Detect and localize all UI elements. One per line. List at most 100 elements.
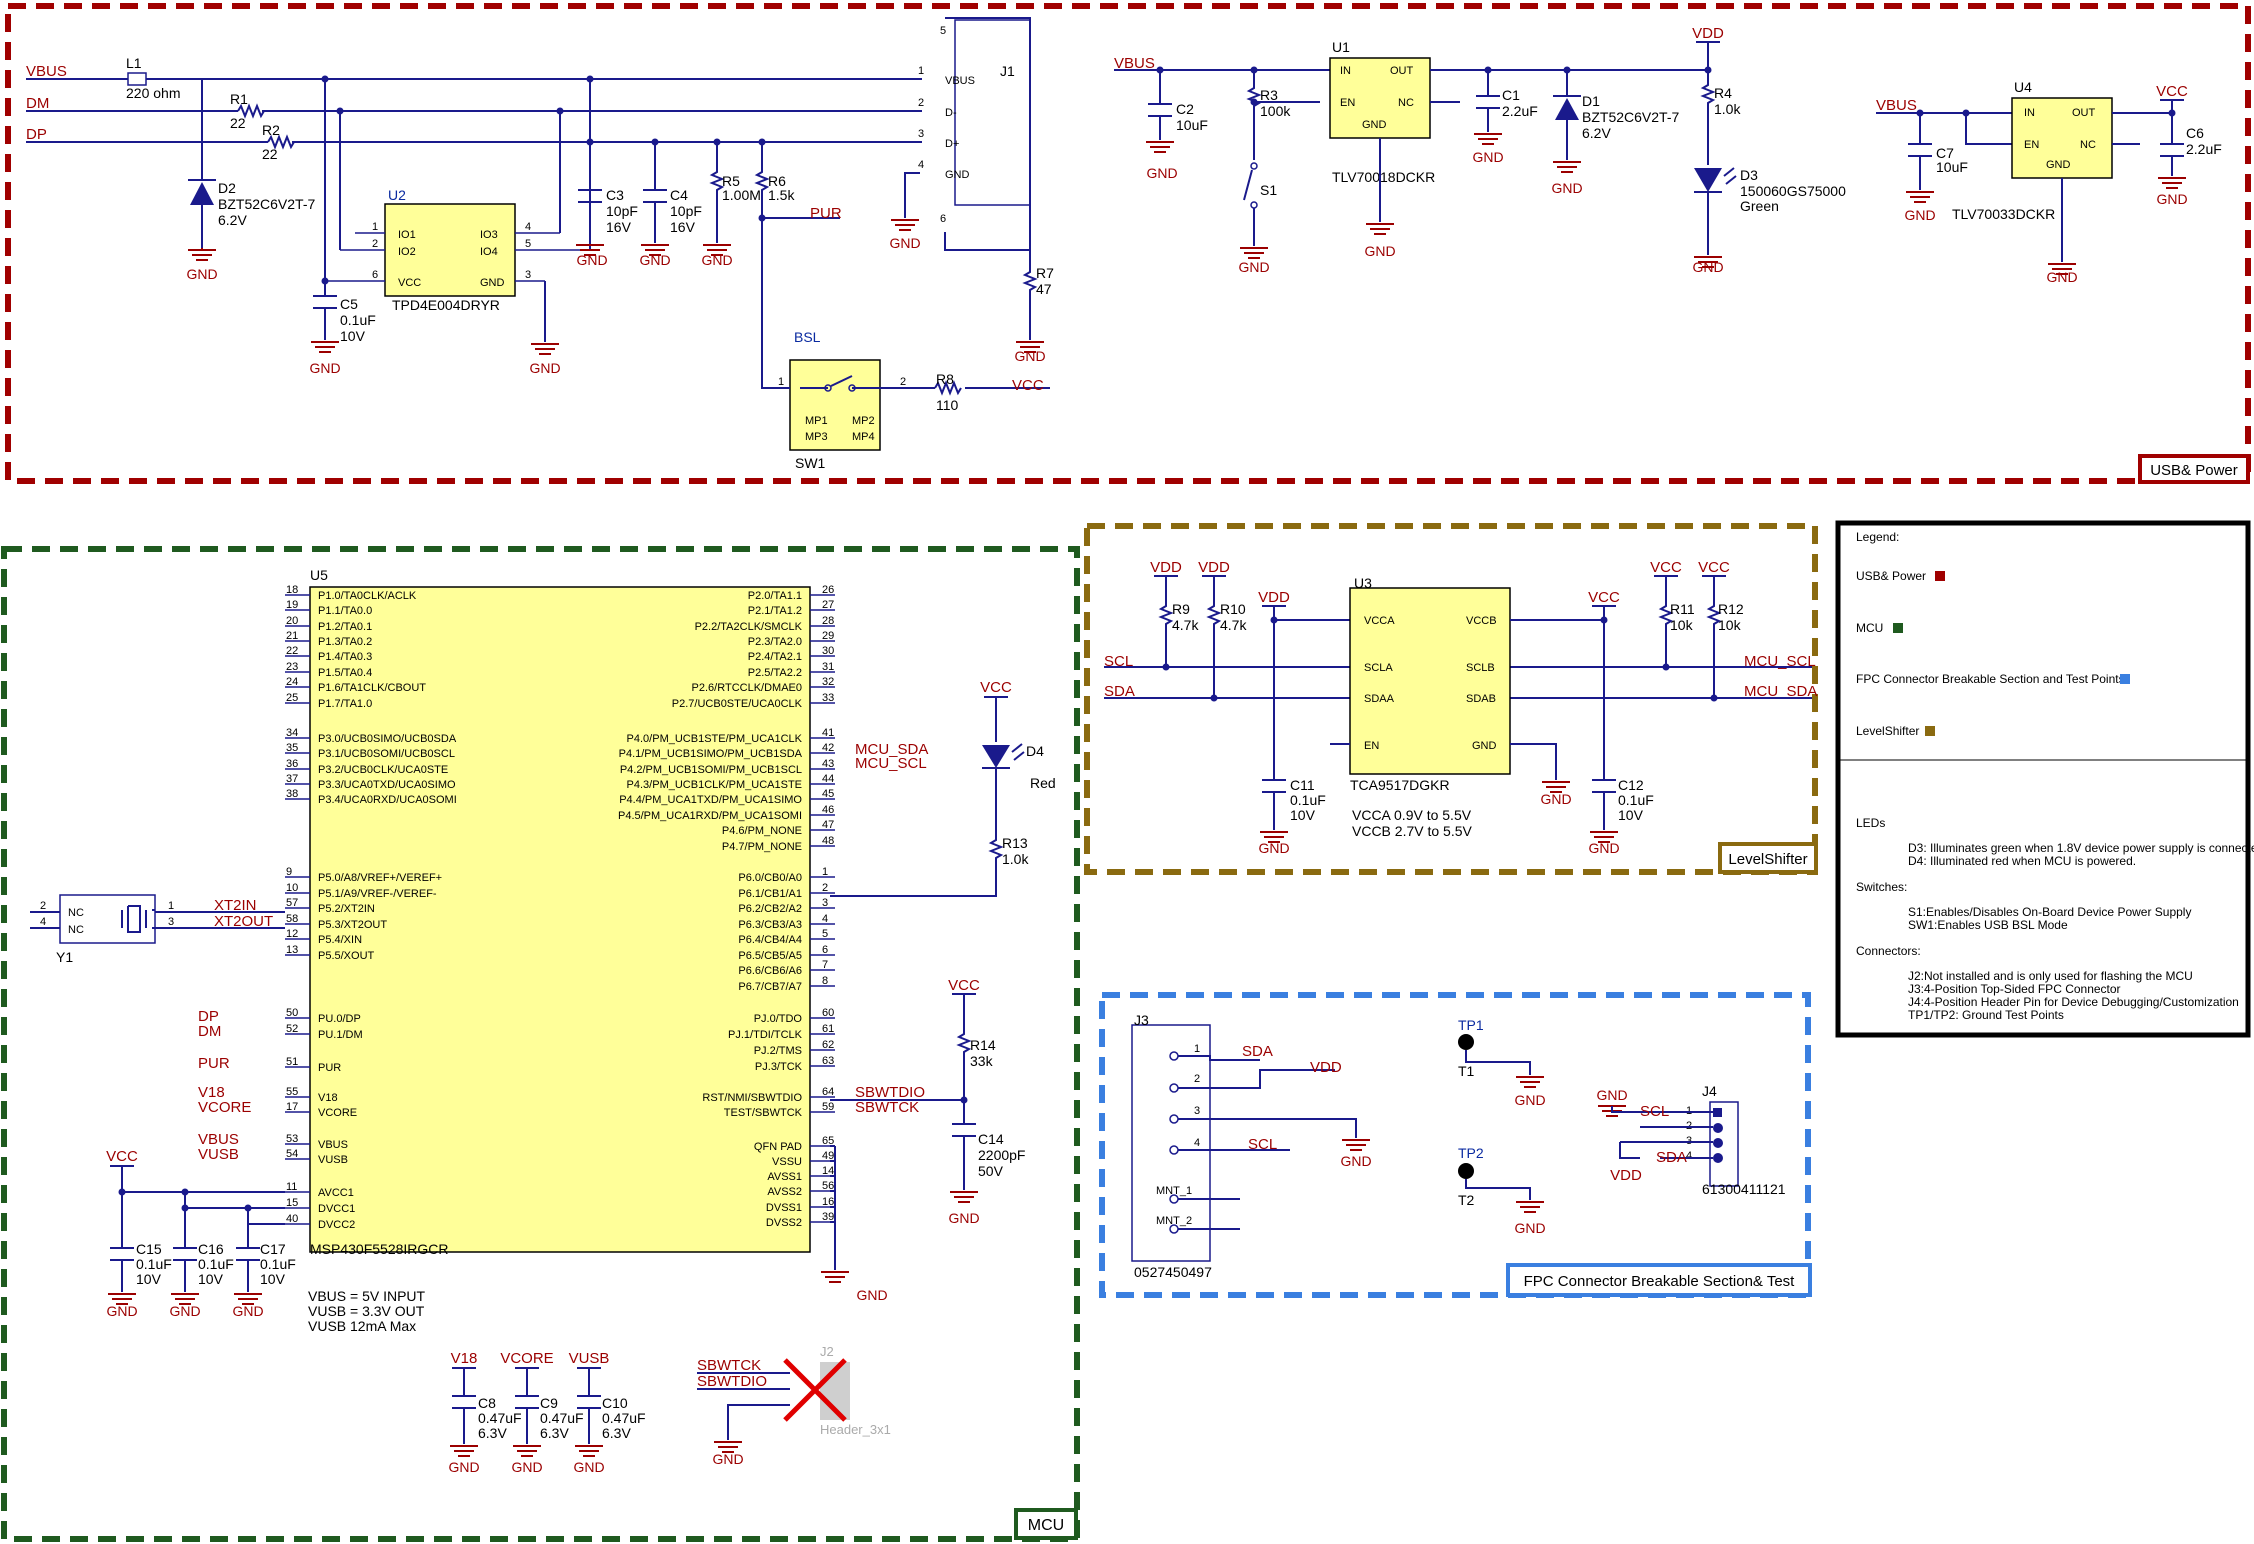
u2-ref: U2 [388,187,406,203]
gnd-label-c11: GND [1258,840,1289,856]
u5-pin-number: 6 [822,944,828,956]
u5-pin-number: 45 [822,788,834,800]
regulator-3v3-section: VBUS C7 10uF GND U4 IN EN OUT NC GND TLV… [1876,79,2222,285]
net-label-vcc-c12: VCC [1588,589,1620,606]
c16-value: 0.1uF [198,1256,234,1272]
fpc-frame [1099,992,1811,1298]
r4-value: 1.0k [1714,101,1741,117]
r3-ref: R3 [1260,87,1278,103]
u1-pin-en: EN [1340,97,1355,109]
levelshifter-section: SCL SDA MCU_SCL MCU_SDA VDD VDD R9 4.7k … [1104,559,1817,856]
tp2-ref: TP2 [1458,1145,1484,1161]
levelshifter-frame [1084,523,1818,875]
r13-ref: R13 [1002,835,1028,851]
sw1-pin-mp4: MP4 [852,431,875,443]
gnd-label-tp1: GND [1514,1092,1545,1108]
gnd-label-d2: GND [186,266,217,282]
sw1-pin-mp2: MP2 [852,415,875,427]
u5-pin-name: P4.1/PM_UCB1SIMO/PM_UCB1SDA [619,748,803,760]
gnd-label-j1: GND [889,235,920,251]
svg-text:3: 3 [525,269,531,281]
u5-pin-name: PJ.2/TMS [754,1045,802,1057]
tp2-label: T2 [1458,1192,1475,1208]
u5-pin-number: 63 [822,1055,834,1067]
u5-pin-number: 53 [286,1133,298,1145]
u5-pin-name: P2.6/RTCCLK/DMAE0 [692,682,802,694]
j4-part: 61300411121 [1702,1181,1786,1197]
resistor-r1 [237,103,265,119]
not-installed-x [783,1358,847,1422]
u5-pin-number: 43 [822,758,834,770]
gnd-label-r7: GND [1014,348,1045,364]
u5-pin-name: V18 [318,1092,338,1104]
u5-pin-name: P1.4/TA0.3 [318,651,372,663]
section-frames: USB& Power MCU LevelShifter FPC Connecto… [1,3,2251,1542]
u5-pin-number: 14 [822,1165,834,1177]
gnd-label-c5: GND [309,360,340,376]
u3-part: TCA9517DGKR [1350,777,1450,793]
c4-value: 10pF [670,203,702,219]
sw1-pin-mp3: MP3 [805,431,828,443]
c15-ref: C15 [136,1241,162,1257]
r1-value: 22 [230,115,246,131]
u5-pin-number: 61 [822,1023,834,1035]
svg-text:2: 2 [372,238,378,250]
fpc-section: J3 0527450497 1 2 3 4 MNT_1 MNT_2 SDA VD… [1131,1012,1786,1280]
u5-pin-number: 25 [286,692,298,704]
c6-value: 2.2uF [2186,141,2222,157]
d2-part: BZT52C6V2T-7 [218,196,315,212]
u5-pin-name: P6.3/CB3/A3 [738,919,802,931]
legend-item-fpc: FPC Connector Breakable Section and Test… [1856,672,2125,686]
c7-ref: C7 [1936,145,1954,161]
usb-power-frame [5,3,2251,484]
u5-pin-number: 48 [822,835,834,847]
svg-text:5: 5 [525,238,531,250]
legend-led-d4: D4: Illuminated red when MCU is powered. [1908,854,2136,868]
net-label-sda-j3: SDA [1242,1043,1273,1060]
u5-pin-number: 41 [822,727,834,739]
net-label-mcu-sda-ls: MCU_SDA [1744,683,1817,700]
net-label-vdd-u3: VDD [1258,589,1290,606]
levelshifter-tag-text: LevelShifter [1728,851,1807,868]
u5-right-pins: 26P2.0/TA1.127P2.1/TA1.228P2.2/TA2CLK/SM… [618,584,835,1229]
gnd-label-c12: GND [1588,840,1619,856]
u5-pin-number: 64 [822,1086,834,1098]
gnd-label-u3: GND [1540,791,1571,807]
legend-switch-s1: S1:Enables/Disables On-Board Device Powe… [1908,905,2191,919]
gnd-label-c10: GND [573,1459,604,1475]
c15-value: 0.1uF [136,1256,172,1272]
testpoint-tp2 [1458,1163,1474,1179]
c17-ref: C17 [260,1241,286,1257]
l1-value: 220 ohm [126,85,180,101]
c8-ref: C8 [478,1395,496,1411]
j1-ref: J1 [1000,63,1015,79]
u5-pin-number: 4 [822,913,828,925]
u5-pin-name: P3.2/UCB0CLK/UCA0STE [318,764,448,776]
j1-pin-dminus: D- [945,107,957,119]
c4-volt: 16V [670,219,696,235]
u5-pin-number: 58 [286,913,298,925]
mcu-note-vusb: VUSB = 3.3V OUT [308,1303,425,1319]
u5-pin-number: 47 [822,819,834,831]
u5-pin-number: 21 [286,630,298,642]
net-label-vcc-d4: VCC [980,679,1012,696]
r12-value: 10k [1718,617,1742,633]
u5-pin-name: P6.6/CB6/A6 [738,965,802,977]
resistor-r2 [267,134,295,150]
u5-pin-number: 18 [286,584,298,596]
gnd-label-d1: GND [1551,180,1582,196]
u5-pin-number: 36 [286,758,298,770]
s1-ref: S1 [1260,182,1277,198]
u5-pin-name: P4.7/PM_NONE [722,841,802,853]
